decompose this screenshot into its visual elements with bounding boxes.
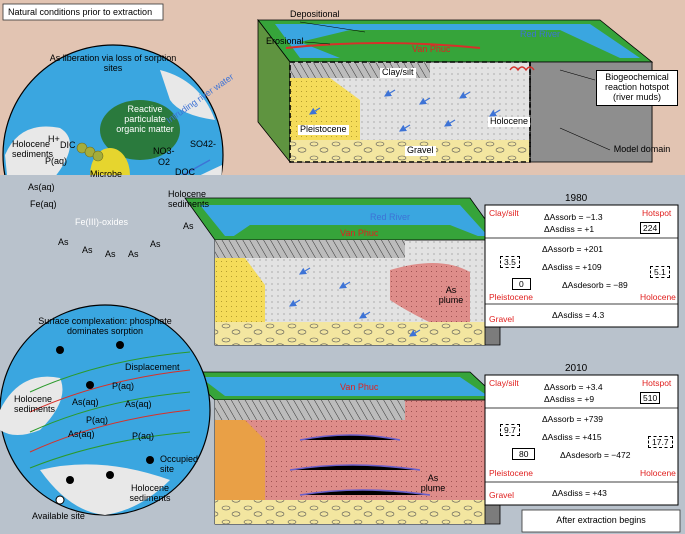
as-aq-label: As(aq) (28, 182, 55, 192)
as-aq-label-3: As(aq) (68, 429, 95, 439)
red-river-label-bottom: Red River (370, 212, 411, 222)
as-label-3: As (105, 249, 116, 259)
pleistocene-1980: Pleistocene (489, 292, 533, 302)
p-aq-label-2: P(aq) (86, 415, 109, 425)
right-flux-1980: 5.1 (650, 266, 670, 278)
block-1980 (184, 197, 501, 346)
clay-silt-2010: Clay/silt (489, 378, 519, 388)
fe-aq-label: Fe(aq) (30, 199, 57, 209)
hotspot-2010: Hotspot (642, 378, 672, 388)
o2-label: O2 (158, 157, 171, 167)
holocene-left-label-bottom: Holocene sediments (14, 394, 56, 414)
holocene-left-label: Holocene sediments (12, 139, 54, 159)
holocene-2010: Holocene (640, 468, 676, 478)
depositional-label: Depositional (290, 9, 340, 19)
bottom-circle (0, 304, 211, 516)
gravel-diss-1980: ΔAsdiss = 4.3 (552, 310, 605, 320)
as-label-6: As (183, 221, 194, 231)
holocene-label: Holocene (488, 116, 531, 127)
left-flux-2010: 9.7 (500, 424, 520, 436)
oxides-label: Fe(III)-oxides (75, 217, 129, 227)
hotspot-box: Biogeochemical reaction hotspot (river m… (596, 70, 678, 106)
erosional-label: Erosional (266, 36, 304, 46)
clay-silt-1980: Clay/silt (489, 208, 519, 218)
available-label: Available site (32, 511, 85, 521)
holocene-bottom-label: Holocene sediments (129, 483, 171, 503)
gravel-1980: Gravel (489, 314, 515, 324)
hotspot-flux-1980: 224 (640, 222, 661, 234)
right-flux-2010: 17.7 (648, 436, 673, 448)
sorb-clay-2010: ΔAssorb = +3.4 (544, 382, 603, 392)
displacement-label: Displacement (125, 362, 180, 372)
desorb-1980: ΔAsdesorb = −89 (562, 280, 628, 290)
clay-silt-label: Clay/silt (380, 67, 416, 78)
as-plume-label-1980: As plume (438, 285, 464, 305)
microbe-label: Microbe (90, 169, 123, 179)
pleistocene-label: Pleistocene (298, 124, 349, 135)
block-2010 (183, 371, 502, 525)
so4-label: SO42- (190, 139, 217, 149)
sorb-2010: ΔAssorb = +739 (542, 414, 603, 424)
as-aq-label-2: As(aq) (125, 399, 152, 409)
left-flux-1980: 3.5 (500, 256, 520, 268)
sorb-clay-1980: ΔAssorb = −1.3 (544, 212, 603, 222)
doc-label: DOC (175, 167, 195, 177)
top-title-box (2, 3, 164, 21)
no3-label: NO3- (153, 146, 175, 156)
occupied-label: Occupied site (160, 454, 199, 474)
year-1980: 1980 (565, 193, 588, 204)
footer-label: After extraction begins (556, 515, 646, 525)
diss-clay-1980: ΔAsdiss = +1 (544, 224, 595, 234)
gravel-label: Gravel (405, 145, 436, 156)
top-panel-title: Natural conditions prior to extraction (8, 7, 153, 17)
gravel-diss-2010: ΔAsdiss = +43 (552, 488, 607, 498)
van-phuc-label: Van Phuc (412, 44, 451, 54)
model-domain-label: Model domain (613, 144, 671, 154)
organic-label: Reactive particulate organic matter (116, 104, 174, 134)
desorb-2010: ΔAsdesorb = −472 (560, 450, 631, 460)
diss-2010: ΔAsdiss = +415 (542, 432, 602, 442)
as-label-4: As (128, 249, 139, 259)
circle-bottom-title: Surface complexation: phosphate dominate… (38, 316, 172, 336)
pleistocene-flux-1980: 0 (512, 278, 531, 290)
as-label-2: As (82, 245, 93, 255)
top-block (257, 18, 654, 164)
as-label-5: As (150, 239, 161, 249)
p-aq-label-3: P(aq) (132, 431, 155, 441)
holocene-1980: Holocene (640, 292, 676, 302)
dic-label: DIC (60, 140, 76, 150)
pleistocene-2010: Pleistocene (489, 468, 533, 478)
footer-box (521, 509, 681, 533)
as-aq-label-1: As(aq) (72, 397, 99, 407)
p-aq-label: P(aq) (45, 156, 68, 166)
holocene-right-label: Holocene sediments (168, 189, 210, 209)
diss-1980: ΔAsdiss = +109 (542, 262, 602, 272)
circle-top-title: As liberation via loss of sorption sites (49, 53, 177, 73)
year-2010: 2010 (565, 363, 588, 374)
hotspot-label: Biogeochemical reaction hotspot (river m… (604, 72, 670, 102)
pleistocene-flux-2010: 80 (512, 448, 536, 460)
as-label-1: As (58, 237, 69, 247)
hotspot-1980: Hotspot (642, 208, 672, 218)
red-river-label: Red River (520, 29, 561, 39)
hotspot-flux-2010: 510 (640, 392, 661, 404)
sorb-1980: ΔAssorb = +201 (542, 244, 603, 254)
van-phuc-label-1980: Van Phuc (340, 228, 379, 238)
p-aq-label-1: P(aq) (112, 381, 135, 391)
diss-clay-2010: ΔAsdiss = +9 (544, 394, 595, 404)
gravel-2010: Gravel (489, 490, 515, 500)
h-plus-label: H+ (48, 134, 60, 144)
van-phuc-label-2010: Van Phuc (340, 382, 379, 392)
as-plume-label-2010: As plume (420, 473, 446, 493)
